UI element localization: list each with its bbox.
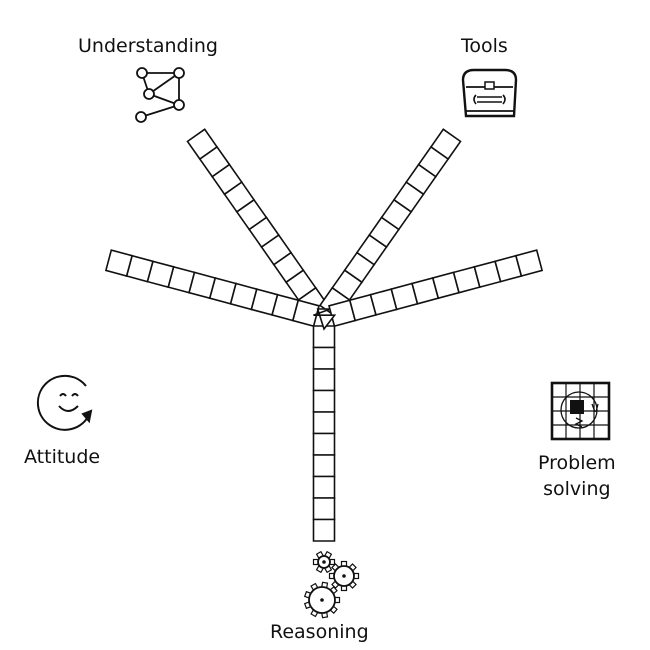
arm-tools-cell xyxy=(429,128,462,161)
arm-reasoning-cell xyxy=(312,411,336,435)
arms-group xyxy=(104,128,544,542)
label-attitude: Attitude xyxy=(24,446,101,468)
arm-reasoning-cell xyxy=(312,497,336,521)
arm-reasoning-cell xyxy=(312,368,336,392)
gears-icon xyxy=(303,550,360,619)
smiley-refresh-icon xyxy=(36,374,93,431)
label-reasoning: Reasoning xyxy=(270,621,369,643)
arm-reasoning-cell xyxy=(312,475,336,499)
arm-attitude-cell xyxy=(104,249,134,277)
arm-reasoning-cell xyxy=(312,346,336,370)
graph-nodes-icon xyxy=(135,67,185,123)
arm-reasoning-cell xyxy=(312,518,336,542)
arm-reasoning-cell xyxy=(312,389,336,413)
toolbox-icon xyxy=(461,68,518,118)
label-problem-solving-line2: solving xyxy=(543,477,611,500)
label-problem-solving: Problem solving xyxy=(538,451,616,502)
arm-problem-solving-cell xyxy=(514,249,544,277)
arm-reasoning-cell xyxy=(312,454,336,478)
arm-understanding-cell xyxy=(186,128,219,161)
label-tools: Tools xyxy=(461,35,508,57)
label-problem-solving-line1: Problem xyxy=(538,452,616,474)
arm-reasoning-cell xyxy=(312,432,336,456)
puzzle-grid-icon xyxy=(550,381,611,441)
center-hub xyxy=(313,308,337,331)
label-understanding: Understanding xyxy=(78,35,218,57)
